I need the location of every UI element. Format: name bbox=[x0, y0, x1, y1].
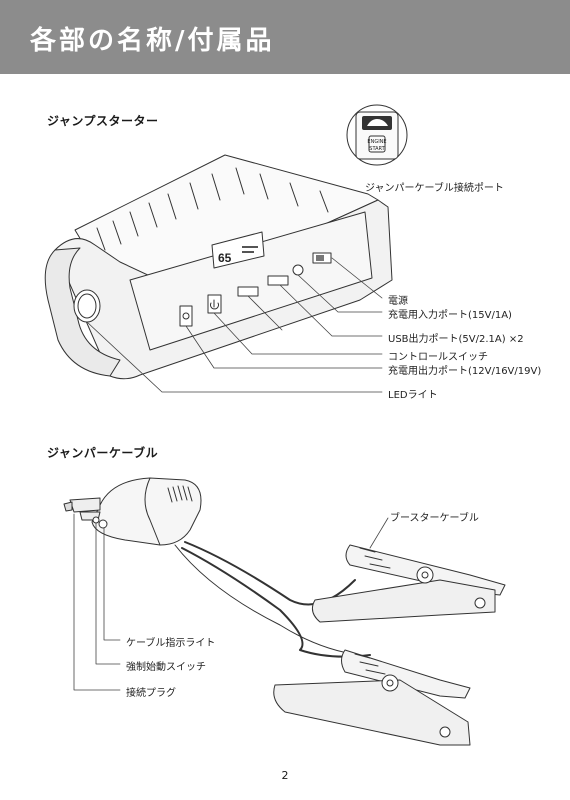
lower-clamp bbox=[341, 649, 471, 699]
page-number: 2 bbox=[281, 769, 289, 782]
page-title: 各部の名称/付属品 bbox=[30, 26, 275, 56]
charge-input-port bbox=[292, 264, 304, 276]
label-indicator-light: ケーブル指示ライト bbox=[126, 638, 216, 649]
charge-output-port bbox=[179, 305, 193, 327]
usb-port-1 bbox=[237, 286, 259, 297]
jump-starter-heading: ジャンプスターター bbox=[47, 114, 159, 128]
jump-starter-device: 65 bbox=[44, 154, 393, 380]
jumper-cable-heading: ジャンパーケーブル bbox=[47, 446, 159, 460]
label-usb-output: USB出力ポート(5V/2.1A) ×2 bbox=[388, 334, 524, 345]
label-charge-output: 充電用出力ポート(12V/16V/19V) bbox=[388, 366, 542, 377]
force-start-switch bbox=[92, 516, 100, 524]
label-jumper-port: ジャンパーケーブル接続ポート bbox=[365, 183, 504, 194]
cable-indicator-light bbox=[98, 519, 108, 529]
jumper-port-inset: ENGINE START bbox=[346, 104, 408, 166]
usb-port-2 bbox=[267, 275, 289, 286]
label-connection-plug: 接続プラグ bbox=[126, 688, 176, 699]
lcd-value: 65 bbox=[218, 251, 232, 265]
label-charge-input: 充電用入力ポート(15V/1A) bbox=[388, 310, 512, 321]
cable-leader-lines bbox=[73, 513, 389, 691]
label-power: 電源 bbox=[388, 296, 408, 307]
engine-label-line1: ENGINE bbox=[367, 139, 386, 145]
jumper-cable-assembly bbox=[63, 477, 506, 746]
label-force-start-switch: 強制始動スイッチ bbox=[126, 662, 206, 673]
engine-label-line2: START bbox=[369, 146, 385, 152]
label-led-light: LEDライト bbox=[388, 390, 438, 401]
starter-leader-lines bbox=[86, 257, 383, 393]
lcd-display bbox=[211, 231, 265, 269]
label-control-switch: コントロールスイッチ bbox=[388, 352, 488, 363]
header-bar: 各部の名称/付属品 bbox=[0, 0, 570, 74]
label-booster-cable: ブースターケーブル bbox=[390, 513, 479, 524]
